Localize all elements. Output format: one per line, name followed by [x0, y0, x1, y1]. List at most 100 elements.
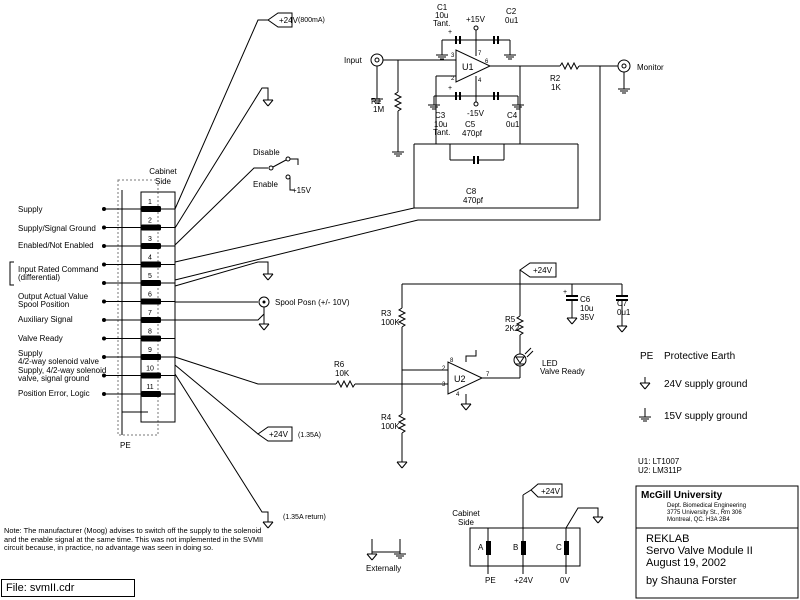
connector-pin-5: 5	[102, 273, 175, 286]
tb-project: REKLAB	[646, 533, 689, 545]
manufacturer-note: Note: The manufacturer (Moog) advises to…	[4, 526, 264, 553]
pin-label-ground: Supply/Signal Ground	[18, 224, 96, 233]
pin-number: 4	[148, 255, 152, 262]
r2-value: 1K	[551, 83, 561, 92]
c3-name: C3	[435, 111, 446, 120]
ext-supply-label: +24V	[541, 487, 561, 496]
c7-value: 0u1	[617, 308, 631, 317]
pin-label-output: Output Actual Value	[18, 292, 89, 301]
file-name: File: svmII.cdr	[1, 579, 135, 597]
c1-polarity: +	[448, 29, 452, 36]
pin-number: 1	[148, 199, 152, 206]
v-pos-label: +15V	[466, 15, 486, 24]
pin-label-solenoid-ground-1: Supply, 4/2-way solenoid	[18, 366, 106, 375]
r1-name: R1	[371, 97, 382, 106]
c1-value: 10u	[435, 11, 448, 20]
c4-name: C4	[507, 111, 518, 120]
v-neg-label: -15V	[467, 109, 485, 118]
u1-pin4: 4	[478, 78, 482, 84]
connector-pin-6: 6	[102, 292, 175, 305]
pin-label-input-cmd: Input Rated Command	[18, 265, 99, 274]
title-block: McGill University Dept. Biomedical Engin…	[635, 485, 799, 599]
c3-value: 10u	[434, 120, 447, 129]
connector-pin-9: 9	[102, 347, 175, 360]
switch-enable-label: Enable	[253, 180, 278, 189]
u2-pin7: 7	[486, 372, 490, 378]
legend-pe-text: Protective Earth	[664, 351, 735, 362]
tb-address1: 3775 University St., Rm 306	[667, 510, 742, 516]
c6-voltage: 35V	[580, 313, 595, 322]
ext-pin-a: A	[478, 543, 484, 552]
supply-mid-current: (1.35A)	[298, 432, 321, 439]
r6-value: 10K	[335, 369, 350, 378]
pin-label-supply: Supply	[18, 205, 42, 214]
c2-value: 0u1	[505, 16, 519, 25]
ext-label-24v: +24V	[514, 576, 534, 585]
u2-name: U2	[454, 374, 466, 384]
tb-author: by Shauna Forster	[646, 575, 737, 587]
u1-pin7: 7	[478, 51, 482, 57]
c7-name: C7	[617, 299, 628, 308]
pin-number: 3	[148, 236, 152, 243]
ext-label-pe: PE	[485, 576, 496, 585]
connector-pin-10: 10	[102, 366, 175, 379]
r4-value: 100K	[381, 422, 400, 431]
pin-label-aux: Auxiliary Signal	[18, 315, 73, 324]
c6-value: 10u	[580, 304, 593, 313]
ext-title-2: Side	[458, 518, 475, 527]
led-name: LED	[542, 359, 558, 368]
c1-type: Tant.	[433, 19, 450, 28]
connector-pin-2: 2	[102, 218, 175, 231]
switch-disable-label: Disable	[253, 148, 280, 157]
tb-dept: Dept. Biomedical Engineering	[667, 503, 746, 509]
connector-pin-3: 3	[102, 236, 175, 249]
connector-pin-1: 1	[102, 199, 175, 212]
connector-pin-11: 11	[102, 384, 175, 397]
u1-pin2: 2	[451, 76, 455, 82]
r5-name: R5	[505, 315, 516, 324]
legend-pe-code: PE	[640, 351, 654, 362]
connector-pin-7: 7	[102, 310, 175, 323]
pin-number: 6	[148, 292, 152, 299]
c3-type: Tant.	[433, 128, 450, 137]
spool-label: Spool Posn (+/- 10V)	[275, 298, 350, 307]
pin-number: 8	[148, 329, 152, 336]
pin-number: 7	[148, 310, 152, 317]
pin-number: 11	[146, 384, 153, 391]
c5-name: C5	[465, 120, 476, 129]
u2-pin4: 4	[456, 392, 460, 398]
monitor-label: Monitor	[637, 63, 664, 72]
supply-mid-label: +24V	[269, 430, 289, 439]
cabinet-title-2: Side	[155, 177, 172, 186]
pe-label: PE	[120, 441, 131, 450]
input-label: Input	[344, 56, 363, 65]
pin-label-enable: Enabled/Not Enabled	[18, 241, 94, 250]
part-u2: U2: LM311P	[638, 466, 682, 475]
u1-pin3: 3	[451, 53, 455, 59]
c6-polarity: +	[563, 289, 567, 296]
external-connector: Cabinet Side A B C +24V PE +24V 0V Exter…	[366, 483, 604, 585]
cabinet-title-1: Cabinet	[149, 167, 177, 176]
pin-number: 9	[148, 347, 152, 354]
part-u1: U1: LT1007	[638, 457, 680, 466]
c8-name: C8	[466, 187, 477, 196]
u2-pin2: 2	[442, 366, 446, 372]
pin-label-solenoid-supply-2: 4/2-way solenoid valve	[18, 357, 99, 366]
r2-name: R2	[550, 74, 561, 83]
tb-module: Servo Valve Module II	[646, 545, 753, 557]
legend: PE Protective Earth 24V supply ground 15…	[638, 351, 747, 475]
pin-label-solenoid-supply-1: Supply	[18, 349, 42, 358]
ext-title-1: Cabinet	[452, 509, 480, 518]
ext-pin-c: C	[556, 543, 562, 552]
pin-label-valve-ready: Valve Ready	[18, 334, 63, 343]
connector-pin-4: 4	[102, 255, 175, 268]
pin-label-position-error: Position Error, Logic	[18, 389, 90, 398]
connector-pin-8: 8	[102, 329, 175, 342]
pin-label-differential: (differential)	[18, 273, 60, 282]
legend-gnd24: 24V supply ground	[664, 379, 747, 390]
externally-label: Externally	[366, 564, 401, 573]
r3-value: 100K	[381, 318, 400, 327]
u2-pin3: 3	[442, 382, 446, 388]
